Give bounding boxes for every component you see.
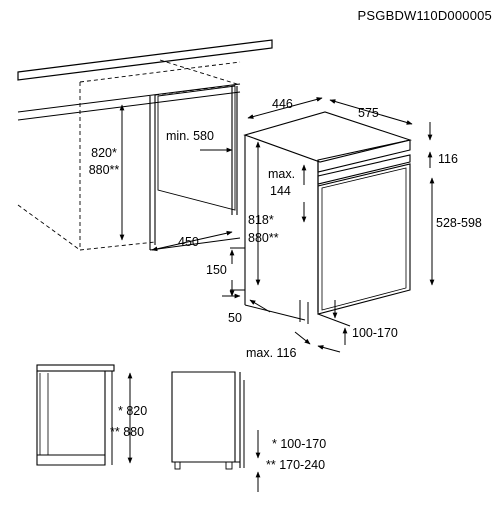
label-cavity-depth: 450 <box>178 235 199 249</box>
label-height-2: 880** <box>248 231 279 245</box>
label-cavity-height-1: 820* <box>91 146 117 160</box>
label-plinth-gap: 50 <box>228 311 242 325</box>
dimension-arrows <box>119 97 435 353</box>
bottom-dimension-arrows <box>127 372 261 492</box>
label-plinth-height: 150 <box>206 263 227 277</box>
dishwasher-outline <box>230 111 412 327</box>
label-depth: 575 <box>358 106 379 120</box>
diagram-code: PSGBDW110D000005 <box>358 8 492 23</box>
side-view-dishwasher <box>171 371 245 470</box>
label-bottom-height-1: * 820 <box>118 404 147 418</box>
label-max-depth: max. 116 <box>246 346 297 360</box>
label-panel-height: 528-598 <box>436 216 482 230</box>
label-max-value: 144 <box>270 184 291 198</box>
label-width: 446 <box>272 97 293 111</box>
front-view-dishwasher <box>36 364 115 466</box>
label-bottom-height-2: ** 880 <box>110 425 144 439</box>
label-top-gap: 116 <box>438 152 458 166</box>
label-max: max. <box>268 167 295 181</box>
label-cavity-height-2: 880** <box>89 163 120 177</box>
label-foot-2: ** 170-240 <box>266 458 325 472</box>
label-height-1: 818* <box>248 213 274 227</box>
label-foot-1: * 100-170 <box>272 437 326 451</box>
label-foot-range: 100-170 <box>352 326 398 340</box>
cabinet-outline <box>17 39 273 251</box>
label-min-width: min. 580 <box>166 129 214 143</box>
